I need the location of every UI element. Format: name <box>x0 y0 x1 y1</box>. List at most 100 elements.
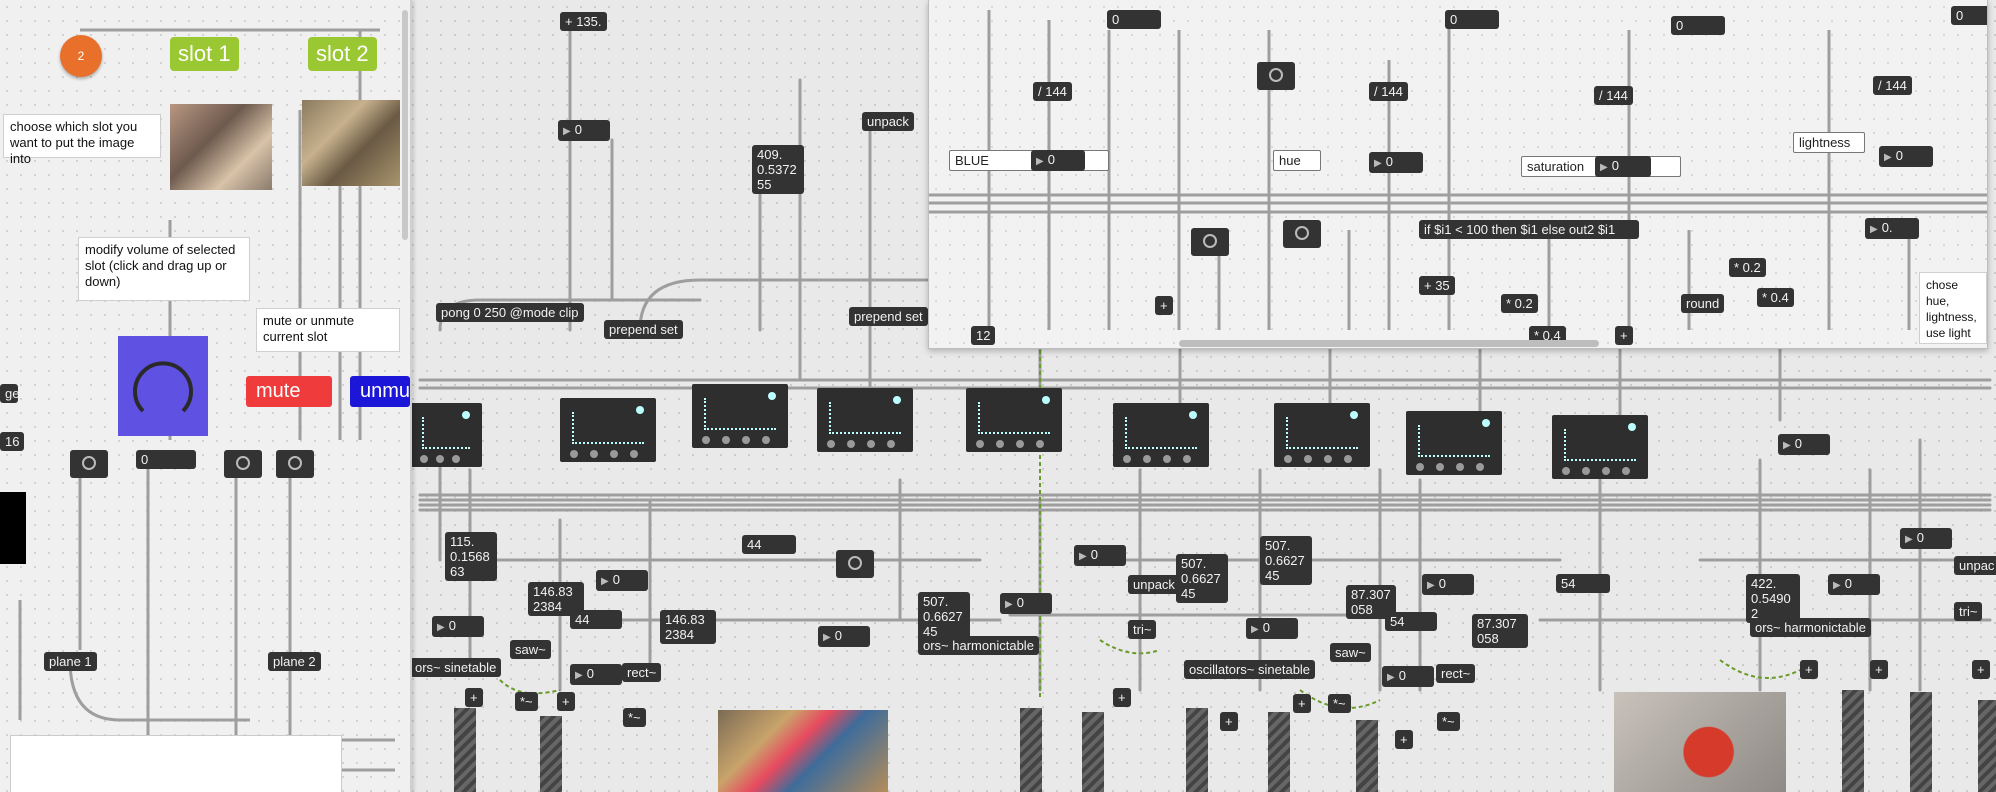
gain-slider[interactable] <box>540 716 562 792</box>
number-box[interactable]: 12 <box>971 326 996 345</box>
oscillators-sinetable-object[interactable]: oscillators~ sinetable <box>1184 660 1316 679</box>
number-box[interactable]: 0 <box>1900 528 1952 549</box>
message-box[interactable]: 115. 0.1568 63 <box>445 532 497 581</box>
number-box[interactable]: 0 <box>1671 16 1725 35</box>
gain-slider[interactable] <box>454 708 476 792</box>
gate-toggle[interactable] <box>70 450 108 478</box>
number-box[interactable]: 44 <box>570 610 622 629</box>
saturation-number-box[interactable]: 0 <box>1595 156 1651 177</box>
if-expression-object[interactable]: if $i1 < 100 then $i1 else out2 $i1 <box>1419 220 1639 239</box>
gate-toggle[interactable] <box>224 450 262 478</box>
divide-object[interactable]: / 144 <box>1369 82 1408 101</box>
number-box[interactable]: 0 <box>1445 10 1499 29</box>
blue-number-box[interactable]: 0 <box>1031 150 1085 171</box>
plus-object[interactable]: + <box>1870 660 1888 679</box>
tri-object[interactable]: tri~ <box>1128 620 1157 639</box>
mute-button[interactable]: mute <box>246 376 332 407</box>
number-box[interactable]: 0 <box>136 450 196 469</box>
volume-dial[interactable] <box>118 336 208 436</box>
hue-number-box[interactable]: 0 <box>1369 152 1423 173</box>
oscillators-harmonictable-object[interactable]: ors~ harmonictable <box>918 636 1039 655</box>
message-box[interactable]: 507. 0.6627 45 <box>1176 554 1228 603</box>
plus-object[interactable]: + <box>1615 326 1633 345</box>
gain-slider[interactable] <box>1978 700 1996 792</box>
divide-object[interactable]: / 144 <box>1873 76 1912 95</box>
gain-slider[interactable] <box>1186 708 1208 792</box>
gate-toggle[interactable] <box>1191 228 1229 256</box>
number-box[interactable]: 0 <box>1107 10 1161 29</box>
tri-object[interactable]: tri~ <box>1954 602 1983 621</box>
gain-slider[interactable] <box>1842 690 1864 792</box>
number-box[interactable]: 54 <box>1556 574 1610 593</box>
multiply-signal-object[interactable]: *~ <box>1328 694 1351 713</box>
subpatcher-window[interactable]: 0 0 0 0 / 144 / 144 / 144 / 144 BLUE 0 h… <box>928 0 1988 349</box>
gain-slider[interactable] <box>1910 692 1932 792</box>
number-box[interactable]: 0 <box>1778 434 1830 455</box>
saw-object[interactable]: saw~ <box>1330 643 1371 662</box>
number-box[interactable]: 0 <box>432 616 484 637</box>
plus-object[interactable]: + <box>1293 694 1311 713</box>
rect-object[interactable]: rect~ <box>1436 664 1476 683</box>
plus-object[interactable]: + <box>465 688 483 707</box>
rect-object[interactable]: rect~ <box>622 663 662 682</box>
number-box[interactable]: 0 <box>1828 574 1880 595</box>
unpack-object[interactable]: unpack <box>862 112 914 131</box>
plane-1-object[interactable]: plane 1 <box>44 652 97 671</box>
plus-object[interactable]: + <box>557 692 575 711</box>
function-graph[interactable] <box>410 403 482 467</box>
lightness-number-box[interactable]: 0 <box>1879 146 1933 167</box>
saw-object[interactable]: saw~ <box>510 640 551 659</box>
slot-1-button[interactable]: slot 1 <box>170 37 239 71</box>
left-panel-window[interactable]: 2 slot 1 slot 2 choose which slot you wa… <box>0 0 412 792</box>
number-box[interactable]: 0 <box>570 664 622 685</box>
function-graph[interactable] <box>692 384 788 448</box>
prepend-set-object[interactable]: prepend set <box>604 320 683 339</box>
function-graph[interactable] <box>1406 411 1502 475</box>
unmute-button[interactable]: unmu <box>350 376 410 407</box>
oscillators-sinetable-object[interactable]: ors~ sinetable <box>410 658 502 677</box>
message-box[interactable]: 409. 0.5372 55 <box>752 145 804 194</box>
unpack-object[interactable]: unpac <box>1954 556 1996 575</box>
message-box[interactable]: 146.83 2384 <box>660 610 716 644</box>
number-box[interactable]: 0 <box>596 570 648 591</box>
plus-object[interactable]: + <box>1972 660 1990 679</box>
plus-object[interactable]: + <box>1395 730 1413 749</box>
number-box[interactable]: 0 <box>1000 593 1052 614</box>
horizontal-scrollbar[interactable] <box>1179 340 1599 347</box>
function-graph[interactable] <box>1113 403 1209 467</box>
multiply-object[interactable]: * 0.4 <box>1757 288 1794 307</box>
multiply-signal-object[interactable]: *~ <box>1437 712 1460 731</box>
round-object[interactable]: round <box>1681 294 1725 313</box>
number-box[interactable]: 0. <box>1865 218 1919 239</box>
message-box[interactable]: 507. 0.6627 45 <box>1260 536 1312 585</box>
oscillators-harmonictable-object[interactable]: ors~ harmonictable <box>1750 618 1871 637</box>
function-graph[interactable] <box>817 388 913 452</box>
multiply-signal-object[interactable]: *~ <box>515 692 538 711</box>
gain-slider[interactable] <box>1356 720 1378 792</box>
plus-35-object[interactable]: + 35 <box>1419 276 1455 295</box>
function-graph[interactable] <box>1274 403 1370 467</box>
plus-object[interactable]: + <box>1800 660 1818 679</box>
number-box[interactable]: 0 <box>818 626 870 647</box>
plus-object[interactable]: + <box>1113 688 1131 707</box>
gate-toggle[interactable] <box>836 550 874 578</box>
multiply-signal-object[interactable]: *~ <box>623 708 646 727</box>
number-box[interactable]: 0 <box>1422 574 1474 595</box>
plane-2-object[interactable]: plane 2 <box>268 652 321 671</box>
slot-bang-button[interactable]: 2 <box>60 35 102 77</box>
function-graph[interactable] <box>1552 415 1648 479</box>
number-16[interactable]: 16 <box>0 432 24 451</box>
gain-slider[interactable] <box>1020 708 1042 792</box>
data-table-area[interactable] <box>10 735 342 792</box>
function-graph[interactable] <box>966 388 1062 452</box>
message-box[interactable]: 422. 0.5490 2 <box>1746 574 1800 623</box>
gain-slider[interactable] <box>1268 712 1290 792</box>
plus-object[interactable]: + <box>1220 712 1238 731</box>
message-box[interactable]: 507. 0.6627 45 <box>918 592 970 641</box>
multiply-object[interactable]: * 0.2 <box>1501 294 1538 313</box>
number-box[interactable]: 0 <box>1951 6 1987 25</box>
gain-slider[interactable] <box>1082 712 1104 792</box>
gate-toggle[interactable] <box>1257 62 1295 90</box>
message-box[interactable]: 87.307 058 <box>1472 614 1528 648</box>
number-box[interactable]: 0 <box>1246 618 1298 639</box>
